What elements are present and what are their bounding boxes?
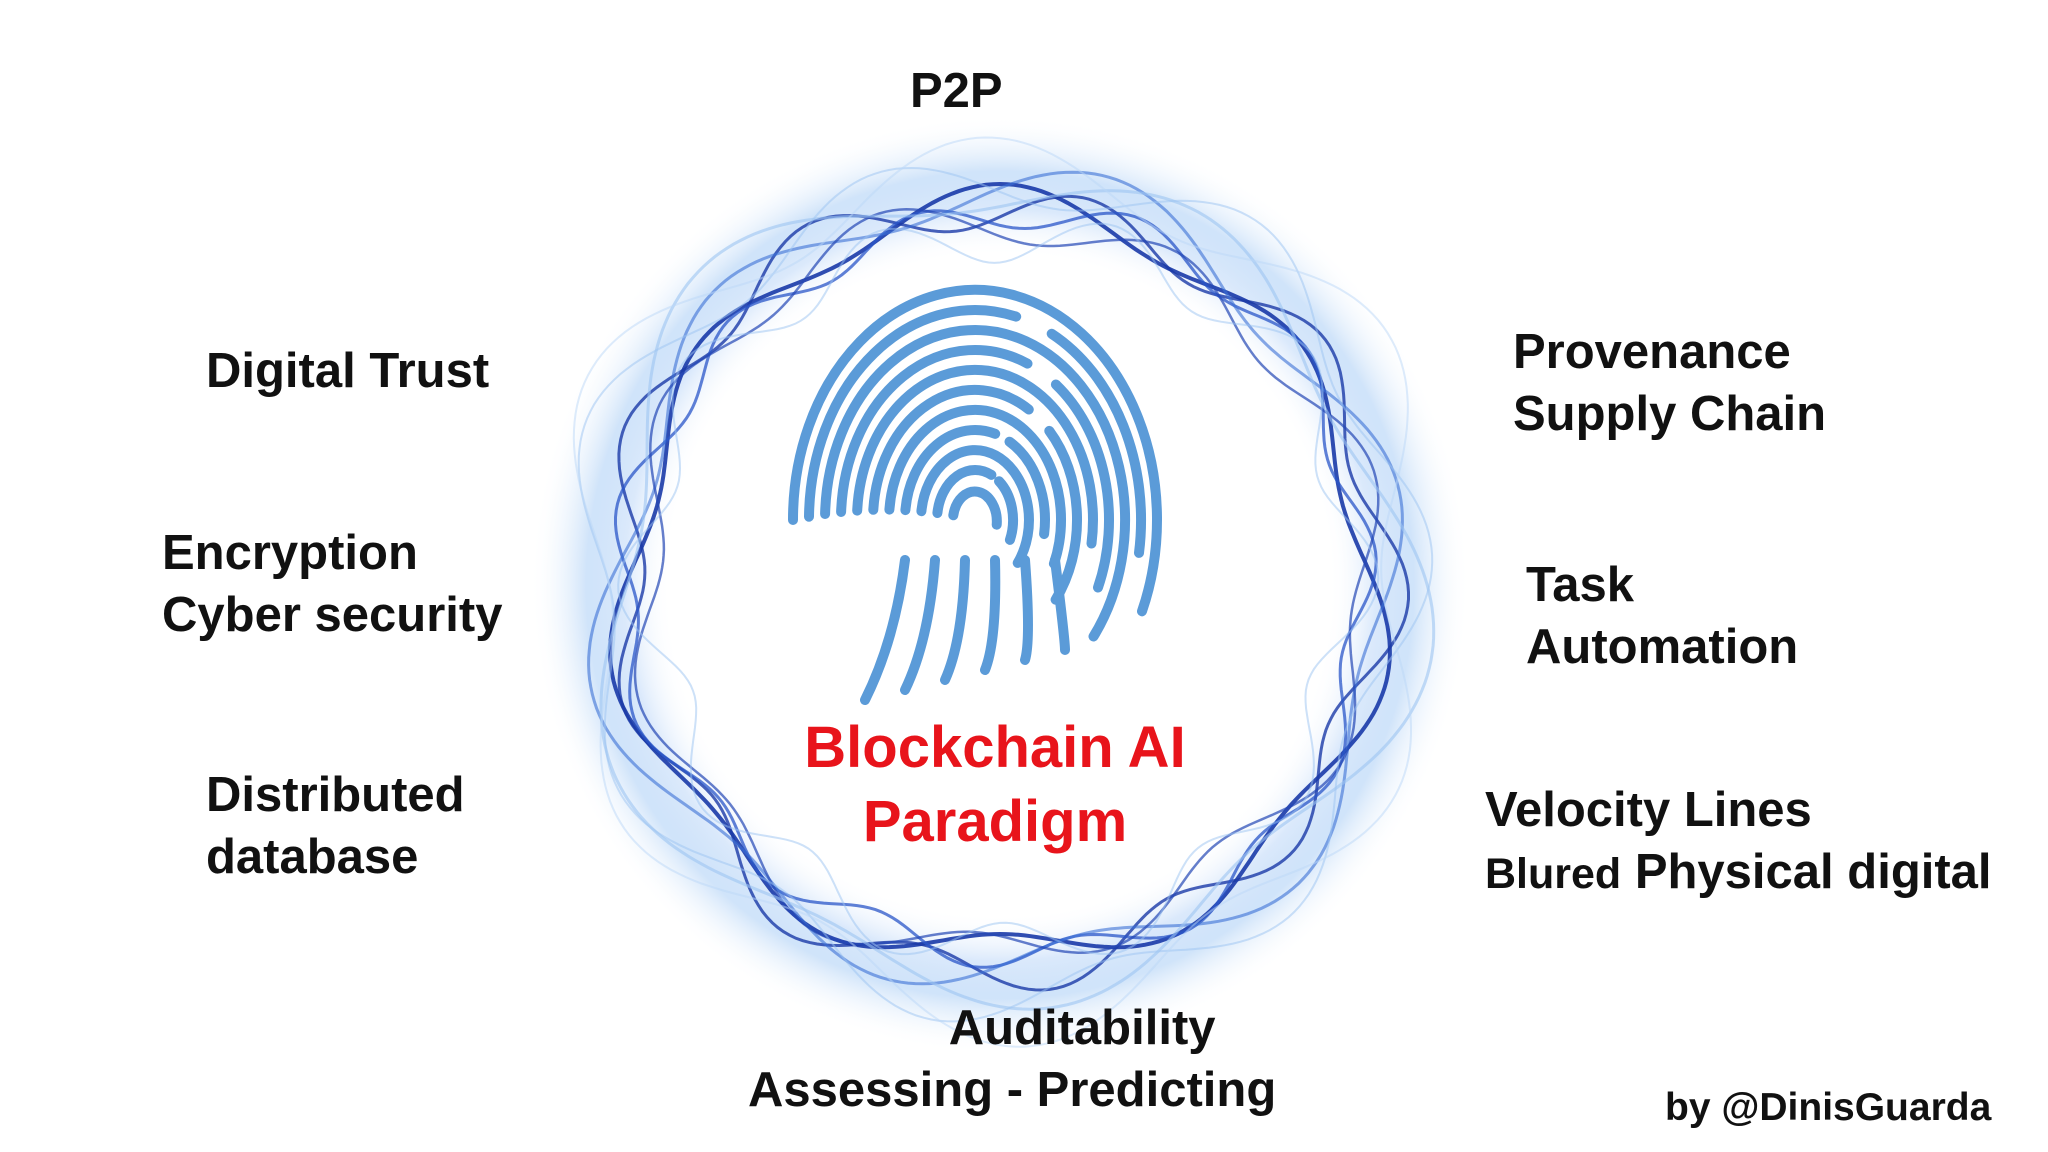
ring-wave-4 — [633, 208, 1380, 954]
label-auditability: Auditability Assessing - Predicting — [748, 1001, 1277, 1117]
fingerprint-ridge-4-0 — [884, 404, 1067, 569]
ring-lines — [572, 136, 1436, 1048]
fingerprint-ridge-0-0 — [948, 486, 1002, 530]
fingerprint-ridge-9-1 — [1046, 328, 1147, 558]
ring-wave-1 — [617, 194, 1410, 992]
label-encryption: Encryption Cyber security — [162, 526, 503, 642]
center-title: Blockchain AI Paradigm — [780, 711, 1210, 859]
center-title-line2: Paradigm — [862, 789, 1128, 854]
label-task-automation: Task Automation — [1526, 558, 1799, 674]
fingerprint-ridge-3-0 — [900, 425, 1001, 516]
fingerprint-ridge-5-1 — [1044, 425, 1082, 605]
label-provenance: Provenance Supply Chain — [1513, 325, 1827, 441]
fingerprint-ridge-3-1 — [1004, 436, 1050, 540]
author-credit: by @DinisGuarda — [1665, 1086, 1992, 1129]
fingerprint-ridge-1-0 — [932, 465, 997, 518]
fingerprint-ridge-7-1 — [1050, 379, 1114, 593]
fingerprint-ridge-2-0 — [916, 445, 1034, 568]
fingerprint-tail-4 — [1020, 555, 1033, 665]
fingerprint-ridge-6-0 — [852, 364, 1098, 549]
ring-wave-7 — [572, 136, 1412, 1048]
fingerprint-ridge-9-0 — [804, 305, 1022, 522]
label-velocity-lines: Velocity Lines Blured Physical digital — [1485, 783, 1992, 899]
ring-wave-5 — [599, 189, 1436, 1011]
label-physical-digital: Physical digital — [1634, 845, 1992, 899]
fingerprint-ridge-8-0 — [820, 324, 1131, 642]
fingerprint-ridge-1-1 — [994, 476, 1019, 545]
fingerprint-tail-5 — [1050, 555, 1070, 655]
fingerprint-icon — [788, 284, 1162, 705]
label-digital-trust: Digital Trust — [206, 344, 490, 398]
label-p2p: P2P — [910, 64, 1003, 118]
label-distributed-database: Distributed database — [206, 768, 465, 884]
center-title-line1: Blockchain AI — [804, 715, 1186, 780]
fingerprint-ridge-10-0 — [788, 284, 1162, 617]
fingerprint-tail-2 — [940, 555, 970, 685]
label-blured: Blured — [1485, 850, 1622, 898]
fingerprint-tail-3 — [980, 555, 1001, 675]
fingerprint-ridge-5-0 — [868, 384, 1034, 515]
fingerprint-tail-1 — [900, 555, 940, 695]
ring-wave-8 — [617, 222, 1380, 956]
fingerprint-ridge-7-0 — [836, 345, 1033, 517]
fingerprint-tail-0 — [860, 555, 910, 705]
